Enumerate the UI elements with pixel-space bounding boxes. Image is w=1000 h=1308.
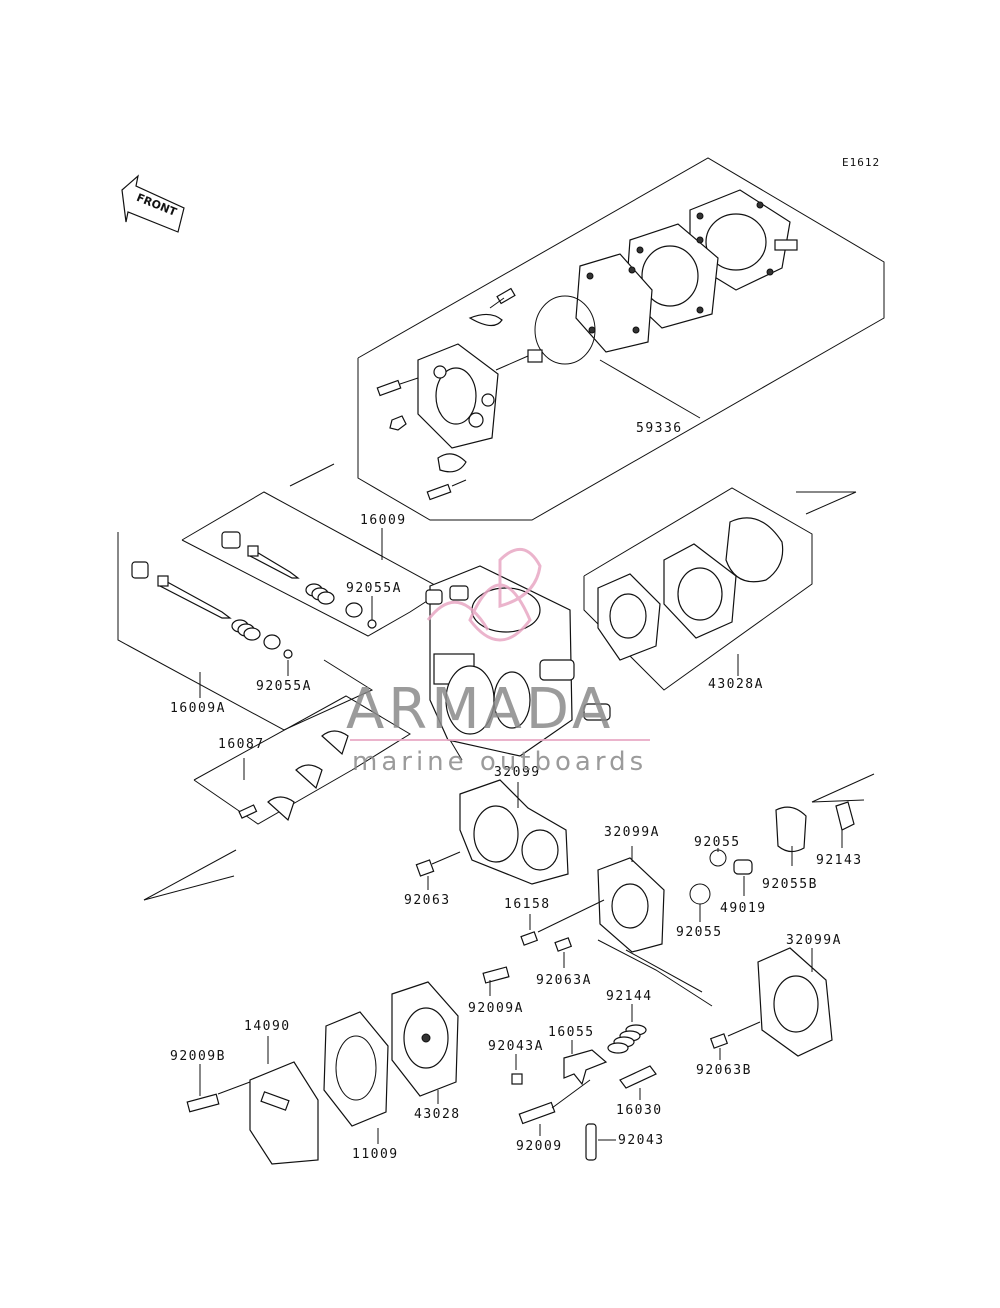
pump-check-valve [426, 453, 467, 501]
label-32099: 32099 [494, 765, 541, 780]
watermark-logo: ARMADA marine outboards [346, 548, 650, 777]
rings-right: 92055 92055 49019 92055B 92143 [676, 801, 863, 940]
label-59336: 59336 [636, 421, 683, 436]
needle-cap [221, 531, 241, 549]
label-16009A: 16009A [170, 701, 226, 716]
label-43028A: 43028A [708, 677, 764, 692]
cover-14090 [249, 1061, 319, 1165]
label-16055: 16055 [548, 1025, 595, 1040]
needle-16009A [159, 576, 232, 619]
label-92143: 92143 [816, 853, 863, 868]
pin-92043 [585, 1123, 597, 1161]
label-92009A: 92009A [468, 1001, 524, 1016]
needle-washer [345, 602, 363, 618]
label-32099A-right: 32099A [786, 933, 842, 948]
label-16087: 16087 [218, 737, 265, 752]
oring-92055A-top [367, 619, 377, 629]
label-32099A-middle: 32099A [604, 825, 660, 840]
label-16009: 16009 [360, 513, 407, 528]
needle-spring [305, 583, 335, 605]
fuel-pump-kit-group: 59336 [357, 157, 885, 521]
diaphragm-43028A [725, 517, 784, 583]
pump-body-32099A-middle: 32099A [597, 825, 713, 1007]
label-92063A: 92063A [536, 973, 592, 988]
label-11009: 11009 [352, 1147, 399, 1162]
needle-16009A-group: 92055A 16009A [117, 532, 374, 731]
label-16030: 16030 [616, 1103, 663, 1118]
oring-92055-bottom [689, 883, 711, 905]
pump-body-32099A-right: 32099A 92063B [696, 933, 842, 1078]
label-92055B: 92055B [762, 877, 818, 892]
pump-screw-left [376, 377, 419, 431]
watermark-brand: ARMADA [346, 677, 614, 742]
label-92055A-bottom: 92055A [256, 679, 312, 694]
label-92043A: 92043A [488, 1039, 544, 1054]
screws-middle: 16158 92063A [504, 897, 605, 988]
pin-92043A [511, 1073, 523, 1085]
spring-92144 [607, 1024, 647, 1054]
label-92009: 92009 [516, 1139, 563, 1154]
watermark-tagline: marine outboards [352, 747, 647, 777]
needle-16009-group: 16009 92055A [181, 491, 445, 637]
jet-cover-16087-group: 16087 [193, 695, 411, 825]
label-43028: 43028 [414, 1107, 461, 1122]
figure-code: E1612 [842, 156, 880, 169]
screw-92009B [186, 1093, 220, 1113]
label-92043: 92043 [618, 1133, 665, 1148]
label-92055-bottom: 92055 [676, 925, 723, 940]
plug-49019 [733, 859, 753, 875]
label-92055-top: 92055 [694, 835, 741, 850]
gasket-11009 [323, 1011, 389, 1127]
filter-92055B [775, 806, 807, 853]
lever-16055 [563, 1049, 608, 1086]
label-92063B: 92063B [696, 1063, 752, 1078]
screw-92009A [482, 966, 510, 984]
label-92144: 92144 [606, 989, 653, 1004]
diaphragm-kit-43028A: 43028A [583, 487, 813, 692]
screw-92009 [518, 1101, 556, 1125]
pump-screw-top [468, 287, 516, 327]
front-arrow-icon: FRONT [121, 174, 185, 233]
carburetor-body [425, 565, 611, 761]
needle-16030 [619, 1065, 657, 1089]
label-92063: 92063 [404, 893, 451, 908]
clip-92143 [835, 801, 855, 831]
label-49019: 49019 [720, 901, 767, 916]
label-92009B: 92009B [170, 1049, 226, 1064]
pump-body-32099: 32099 92063 [404, 765, 569, 908]
lower-parts: 92009A 92144 16030 16055 92043A 92009 92… [170, 966, 665, 1165]
pump-body [417, 343, 543, 449]
oring-92055-top [709, 849, 727, 867]
label-92055A-top: 92055A [346, 581, 402, 596]
label-16158: 16158 [504, 897, 551, 912]
pump-oring [534, 295, 596, 365]
label-14090: 14090 [244, 1019, 291, 1034]
needle-spring-a [231, 619, 261, 641]
